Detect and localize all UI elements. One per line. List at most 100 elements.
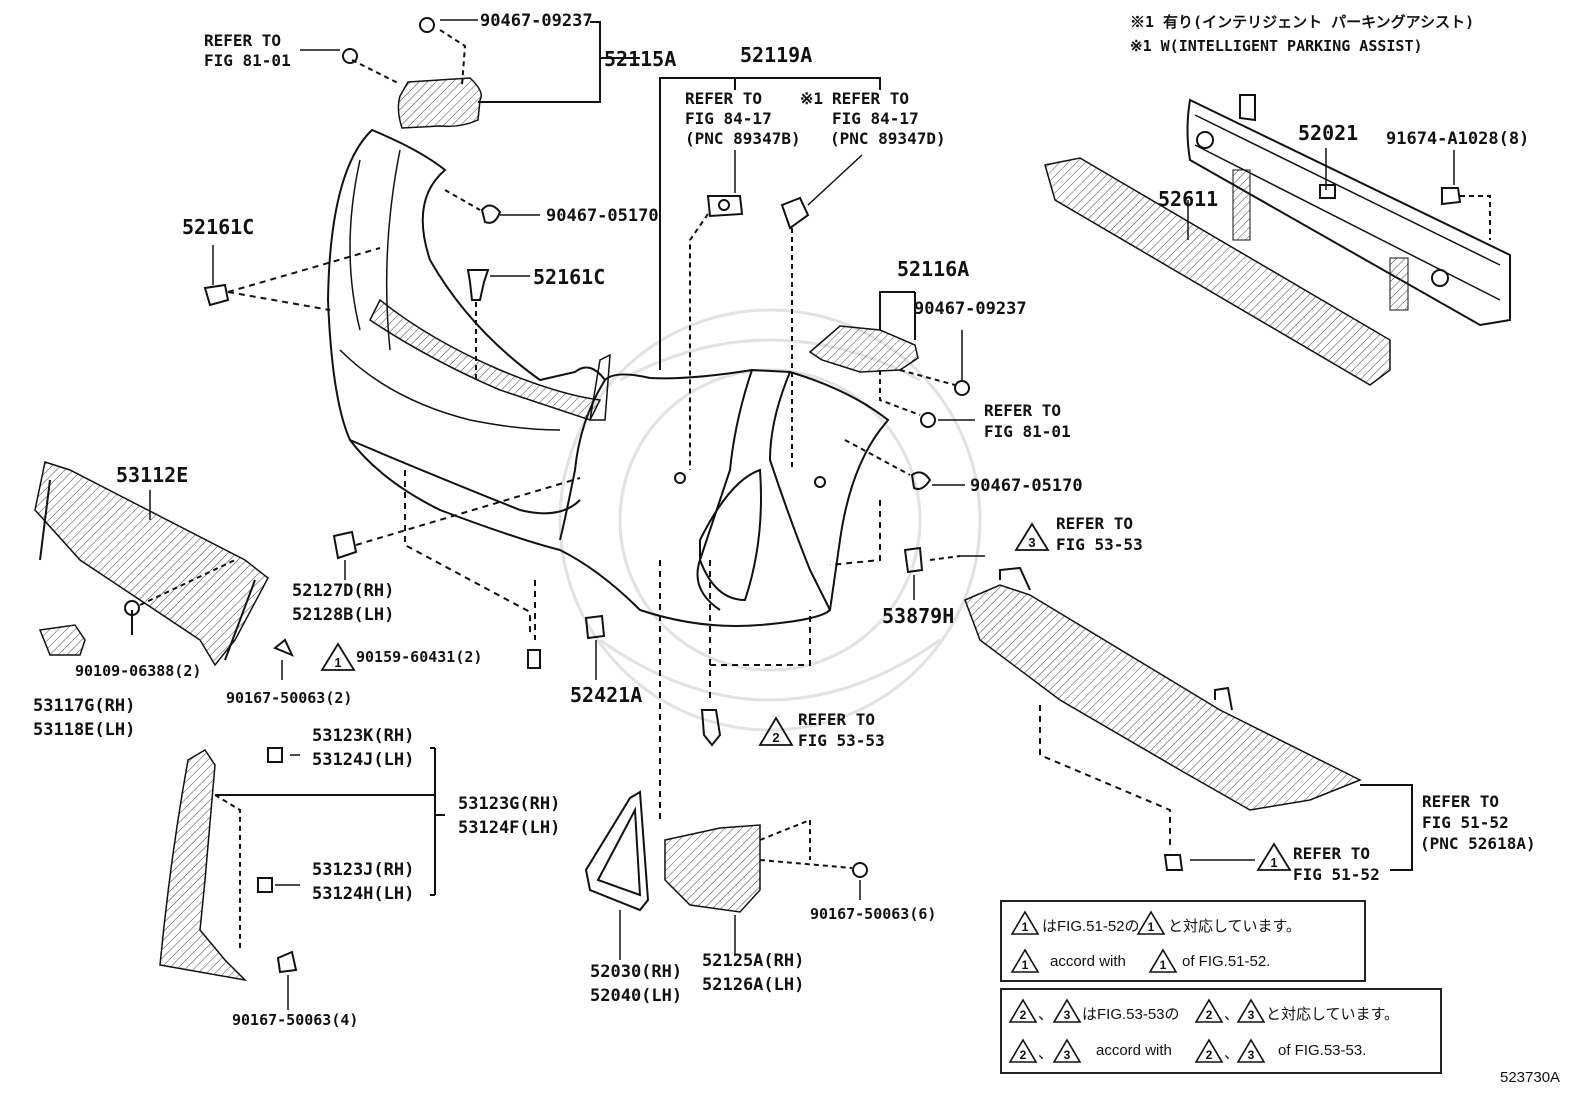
part-52126A: 52126A(LH): [702, 975, 805, 995]
legend1-mark-c: 1: [1022, 958, 1029, 972]
ref-fig53-b-line1: REFER TO: [798, 710, 876, 729]
part-90467-09237-right: 90467-09237: [914, 299, 1027, 319]
ref-fig53-a-line2: FIG 53-53: [1056, 535, 1143, 554]
ref-fig51-a-line1: REFER TO: [1422, 792, 1500, 811]
ref-fig51-a-line3: (PNC 52618A): [1420, 834, 1536, 853]
legend1-mark-b: 1: [1148, 920, 1155, 934]
ref-fig51-b-line1: REFER TO: [1293, 844, 1371, 863]
part-52611: 52611: [1158, 187, 1219, 211]
part-53118E: 53118E(LH): [33, 720, 136, 740]
part-53123J: 53123J(RH): [312, 860, 415, 880]
legend2-l2-c: 、: [1224, 1045, 1240, 1062]
ref-fig84-b-line3: (PNC 89347D): [830, 129, 946, 148]
part-90467-09237-top: 90467-09237: [480, 11, 593, 31]
part-90167-50063-2: 90167-50063(2): [226, 689, 353, 707]
legend2-mark-e: 2: [1020, 1048, 1027, 1062]
legend1-l2-b: of FIG.51-52.: [1182, 953, 1271, 970]
watermark-emblem: [558, 308, 982, 732]
part-52127D: 52127D(RH): [292, 581, 395, 601]
part-52161C-left: 52161C: [182, 215, 255, 239]
absorber-52611-shape: [1044, 157, 1391, 386]
ref-fig84-b-line1: REFER TO: [832, 89, 910, 108]
ref-fig81-r-line2: FIG 81-01: [984, 422, 1071, 441]
marker-1-a: 1: [334, 655, 341, 670]
part-53124F: 53124F(LH): [458, 818, 561, 838]
part-52125A: 52125A(RH): [702, 951, 805, 971]
ref-fig53-b-line2: FIG 53-53: [798, 731, 885, 750]
legend-box-fig51-triangles: 1 1 1 1: [1010, 910, 1178, 973]
legend2-l1-b: はFIG.53-53の: [1082, 1006, 1180, 1023]
part-53124H: 53124H(LH): [312, 884, 415, 904]
cap-52127D-shape: [332, 477, 581, 580]
garnish-53123G-shape: [159, 747, 445, 1010]
bracket-52115A-shape: [300, 17, 640, 129]
part-90159-60431: 90159-60431(2): [356, 648, 483, 666]
legend2-mark-f: 3: [1064, 1048, 1071, 1062]
ref-fig84-b-line2: FIG 84-17: [832, 109, 919, 128]
part-52115A: 52115A: [604, 47, 677, 71]
ref-fig84-b-note: ※1: [800, 89, 824, 108]
legend2-mark-g: 2: [1206, 1048, 1213, 1062]
pad-52421A-shape: [584, 614, 606, 680]
clip-52161C-mid-shape: [466, 269, 530, 380]
note-jp: ※1 有り(インテリジェント パーキングアシスト): [1130, 13, 1475, 31]
part-90109-06388: 90109-06388(2): [75, 662, 202, 680]
figure-id: 523730A: [1500, 1069, 1561, 1086]
legend2-l2-b: accord with: [1096, 1042, 1172, 1059]
part-90167-50063-6: 90167-50063(6): [810, 905, 937, 923]
bumper-cover-shape: [326, 128, 890, 627]
part-53117G: 53117G(RH): [33, 696, 136, 716]
bolt-90159-shape: [527, 649, 541, 669]
part-90167-50063-4: 90167-50063(4): [232, 1011, 359, 1029]
part-52116A: 52116A: [897, 257, 970, 281]
bolt-91674-shape: [1441, 150, 1491, 240]
bracket-52116A-shape: [808, 291, 975, 490]
part-52021: 52021: [1298, 121, 1359, 145]
ref-fig53-a-line1: REFER TO: [1056, 514, 1134, 533]
part-90467-05170-right: 90467-05170: [970, 476, 1083, 496]
ref-fig81-tl-line2: FIG 81-01: [204, 51, 291, 70]
part-52030: 52030(RH): [590, 962, 683, 982]
fog-frame-52030-shape: [584, 790, 650, 960]
legend1-mark-d: 1: [1160, 958, 1167, 972]
dashed-leaders-lower: [404, 470, 881, 820]
sensor-bracket-shapes: [674, 150, 863, 488]
legend2-l1-a: 、: [1038, 1006, 1054, 1023]
ref-fig81-r-line1: REFER TO: [984, 401, 1062, 420]
legend-box-fig51: [1000, 900, 1366, 982]
part-52161C-mid: 52161C: [533, 265, 606, 289]
marker-1-b: 1: [1270, 855, 1277, 870]
note-en: ※1 W(INTELLIGENT PARKING ASSIST): [1130, 37, 1423, 55]
part-53879H: 53879H: [882, 604, 955, 628]
ref-fig81-tl-line1: REFER TO: [204, 31, 282, 50]
legend1-mark-a: 1: [1022, 920, 1029, 934]
legend2-l1-c: 、: [1224, 1006, 1240, 1023]
bracket-53117G-shape: [38, 624, 86, 656]
ref-fig51-b-line2: FIG 51-52: [1293, 865, 1380, 884]
part-52421A: 52421A: [570, 683, 643, 707]
ref-fig84-a-line2: FIG 84-17: [685, 109, 772, 128]
ref-fig51-a-line2: FIG 51-52: [1422, 813, 1509, 832]
legend1-l1-a: はFIG.51-52の: [1042, 918, 1140, 935]
reinforcement-52021-shape: [1186, 94, 1511, 327]
marker-2-a: 2: [772, 730, 779, 745]
part-53124J: 53124J(LH): [312, 750, 415, 770]
legend2-mark-a: 2: [1020, 1008, 1027, 1022]
legend2-mark-h: 3: [1248, 1048, 1255, 1062]
ref-fig84-a-line3: (PNC 89347B): [685, 129, 801, 148]
part-52040: 52040(LH): [590, 986, 683, 1006]
legend2-mark-b: 3: [1064, 1008, 1071, 1022]
grille-53112E-shape: [34, 461, 294, 680]
legend2-l2-a: 、: [1038, 1045, 1054, 1062]
legend1-l1-b: と対応しています。: [1168, 918, 1302, 935]
part-90467-05170-top: 90467-05170: [546, 206, 659, 226]
legend1-l2-a: accord with: [1050, 953, 1126, 970]
triangle-markers: [320, 522, 1292, 871]
part-53123K: 53123K(RH): [312, 726, 415, 746]
under-cover-shape: [964, 566, 1413, 871]
bracket-53879H-shape: [903, 546, 985, 600]
ref-fig84-a-line1: REFER TO: [685, 89, 763, 108]
part-53123G: 53123G(RH): [458, 794, 561, 814]
part-53112E: 53112E: [116, 463, 189, 487]
